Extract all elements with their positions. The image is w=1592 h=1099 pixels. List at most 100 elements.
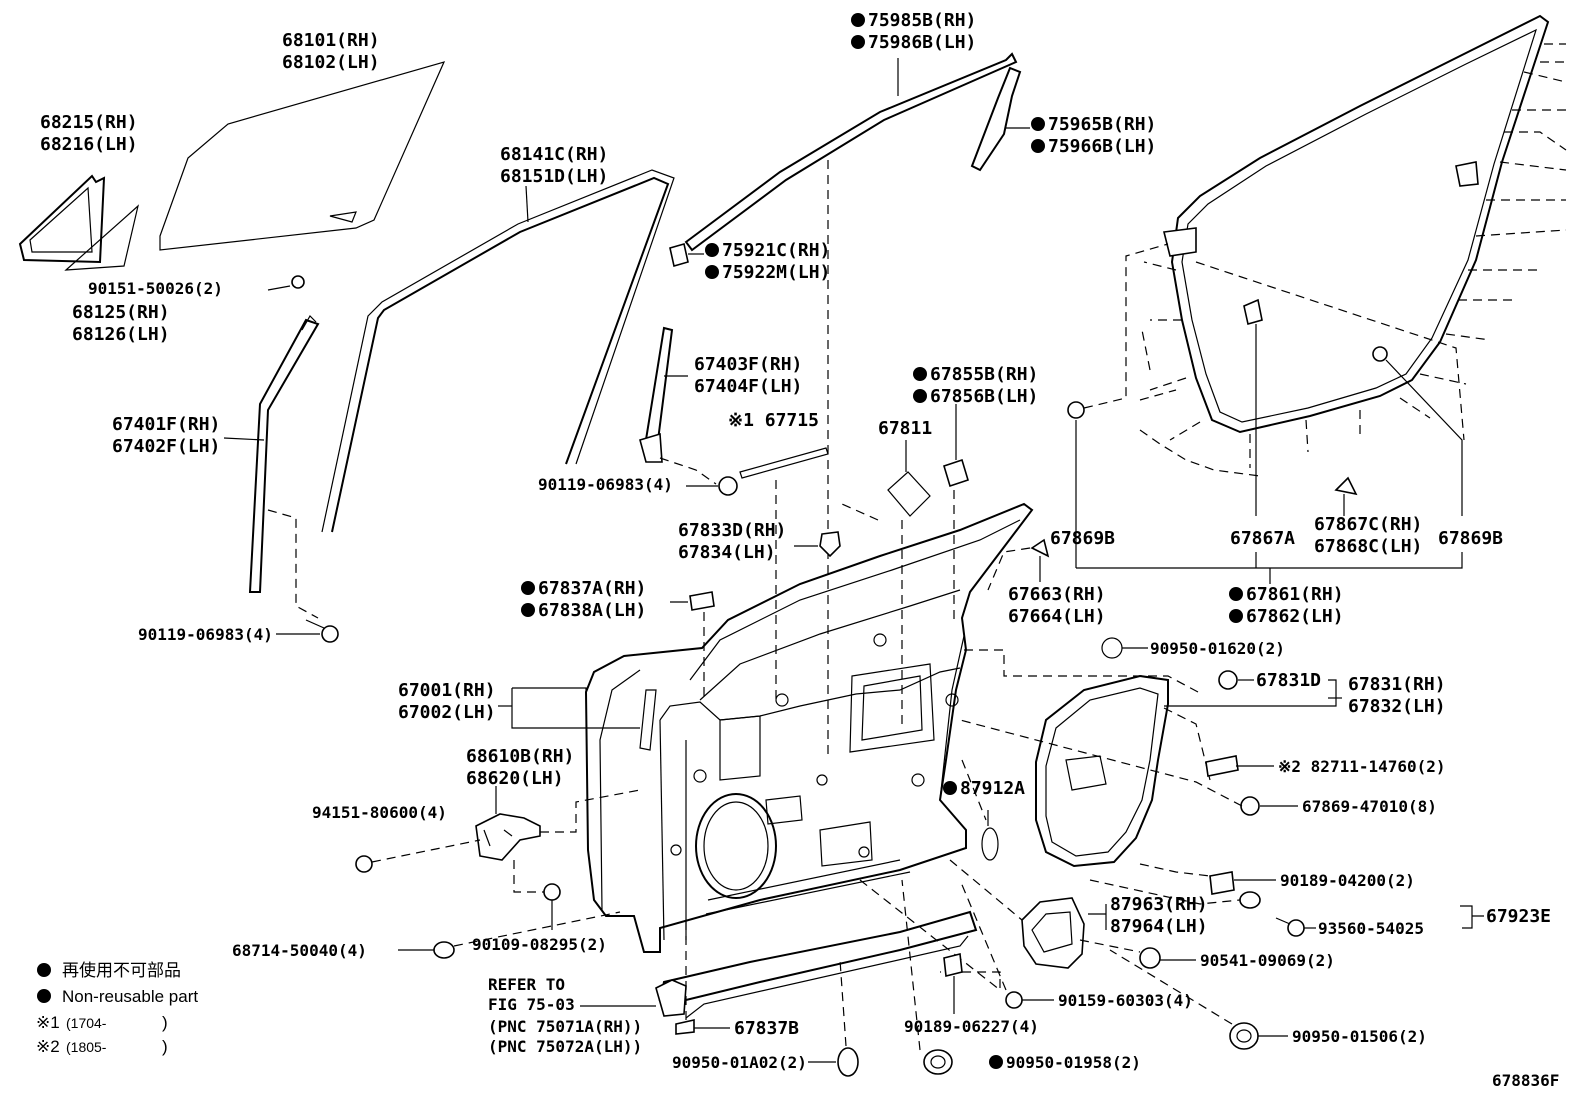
screw-icon-60303 (1005, 991, 1023, 1009)
weatherstrip-67861 (1163, 14, 1550, 434)
label-67869-47010: 67869-47010(8) (1302, 797, 1437, 816)
label-68610b: 68610B(RH) (466, 746, 574, 767)
label-67664: 67664(LH) (1008, 606, 1106, 627)
legend-en: Non-reusable part (62, 987, 198, 1006)
label-68216: 68216(LH) (40, 134, 138, 155)
label-68714-50040: 68714-50040(4) (232, 941, 367, 960)
refer-line-2: FIG 75-03 (488, 995, 575, 1014)
label-75986b: 75986B(LH) (868, 32, 976, 53)
label-75966b: 75966B(LH) (1048, 136, 1156, 157)
label-90189-06227: 90189-06227(4) (904, 1017, 1039, 1036)
label-90151-50026: 90151-50026(2) (88, 279, 223, 298)
refer-line-3: (PNC 75071A(RH)) (488, 1017, 642, 1036)
refer-line-1: REFER TO (488, 975, 565, 994)
label-67837a: 67837A(RH) (538, 578, 646, 599)
hinge-68610b (475, 813, 541, 861)
label-90159-60303: 90159-60303(4) (1058, 991, 1193, 1010)
label-90119-06983-front: 90119-06983(4) (138, 625, 273, 644)
label-90541-09069: 90541-09069(2) (1200, 951, 1335, 970)
label-90950-01958: 90950-01958(2) (1006, 1053, 1141, 1072)
clip-icon-67837b (675, 1019, 695, 1035)
plug-icon-01a02 (837, 1047, 859, 1077)
nut-icon-67831d (1218, 670, 1238, 690)
label-94151-80600: 94151-80600(4) (312, 803, 447, 822)
clip-icon-75921c (669, 242, 689, 268)
clip-icon-67869b-left (1067, 401, 1085, 419)
front-channel-67401f (248, 315, 320, 593)
figure-code: 678836F (1492, 1071, 1559, 1090)
label-67832: 67832(LH) (1348, 696, 1446, 717)
bolt-icon-06983-b (718, 476, 738, 496)
bolt-icon-08295 (543, 883, 561, 901)
hole-plug-01620 (1101, 637, 1123, 659)
note2-close: ) (162, 1037, 168, 1056)
cover-icon-67855b (943, 458, 969, 488)
note1-text: (1704- (66, 1015, 107, 1031)
non-reusable-dot-icon (37, 963, 51, 977)
label-68620: 68620(LH) (466, 768, 564, 789)
quarter-glass-seal-68215 (18, 174, 106, 264)
label-75921c: 75921C(RH) (722, 240, 830, 261)
bolt-icon-06983-a (305, 619, 339, 643)
label-strip-67715 (739, 447, 829, 479)
label-68102: 68102(LH) (282, 52, 380, 73)
label-group: 68101(RH) 68102(LH) 68215(RH) 68216(LH) … (40, 10, 1559, 1090)
label-67838a: 67838A(LH) (538, 600, 646, 621)
label-67001: 67001(RH) (398, 680, 496, 701)
label-75922m: 75922M(LH) (722, 262, 830, 283)
label-68151d: 68151D(LH) (500, 166, 608, 187)
rear-channel-67403f (639, 326, 674, 463)
label-67855b: 67855B(RH) (930, 364, 1038, 385)
clip-icon-67869-47010 (1240, 796, 1260, 816)
label-67833d: 67833D(RH) (678, 520, 786, 541)
label-75965b: 75965B(RH) (1048, 114, 1156, 135)
clip-icon-67867a (1243, 298, 1263, 326)
label-67663: 67663(RH) (1008, 584, 1106, 605)
clip-icon-67663 (1030, 538, 1050, 558)
legend: 再使用不可部品 Non-reusable part ※1 (1704- ) ※2… (36, 960, 198, 1056)
label-68215: 68215(RH) (40, 112, 138, 133)
quarter-glass-68125 (64, 204, 140, 271)
note1-mark: ※1 (36, 1013, 60, 1032)
label-67811: 67811 (878, 418, 932, 439)
screw-icon-54025 (1275, 917, 1305, 937)
label-67403f: 67403F(RH) (694, 354, 802, 375)
clip-icon-67837a (689, 591, 715, 611)
label-90950-01620: 90950-01620(2) (1150, 639, 1285, 658)
label-67831: 67831(RH) (1348, 674, 1446, 695)
door-panel-67001 (584, 502, 1034, 953)
label-67002: 67002(LH) (398, 702, 496, 723)
label-67402f: 67402F(LH) (112, 436, 220, 457)
label-67834: 67834(LH) (678, 542, 776, 563)
plug-icon-01958 (923, 1049, 953, 1075)
label-67869b-right: 67869B (1438, 528, 1503, 549)
label-87964: 87964(LH) (1110, 916, 1208, 937)
note2-mark: ※2 (36, 1037, 60, 1056)
label-90189-04200: 90189-04200(2) (1280, 871, 1415, 890)
door-trim-moulding-75071a (655, 910, 978, 1019)
label-67923e: 67923E (1486, 906, 1551, 927)
label-67869b-left: 67869B (1050, 528, 1115, 549)
label-90119-06983-rear: 90119-06983(4) (538, 475, 673, 494)
label-90950-01a02: 90950-01A02(2) (672, 1053, 807, 1072)
note2-text: (1805- (66, 1039, 107, 1055)
label-67715: ※1 67715 (728, 410, 819, 431)
label-82711-14760: ※2 82711-14760(2) (1278, 757, 1446, 776)
label-87963: 87963(RH) (1110, 894, 1208, 915)
label-67867c: 67867C(RH) (1314, 514, 1422, 535)
label-68125: 68125(RH) (72, 302, 170, 323)
pad-67811 (887, 471, 931, 517)
note1-close: ) (162, 1013, 168, 1032)
label-67837b: 67837B (734, 1018, 799, 1039)
label-68126: 68126(LH) (72, 324, 170, 345)
label-67856b: 67856B(LH) (930, 386, 1038, 407)
label-67861: 67861(RH) (1246, 584, 1344, 605)
clip-icon-82711 (1205, 755, 1239, 777)
legend-jp: 再使用不可部品 (62, 960, 181, 980)
clip-icon-67833d (819, 531, 841, 558)
label-67401f: 67401F(RH) (112, 414, 220, 435)
label-75985b: 75985B(RH) (868, 10, 976, 31)
label-67404f: 67404F(LH) (694, 376, 802, 397)
label-68141c: 68141C(RH) (500, 144, 608, 165)
